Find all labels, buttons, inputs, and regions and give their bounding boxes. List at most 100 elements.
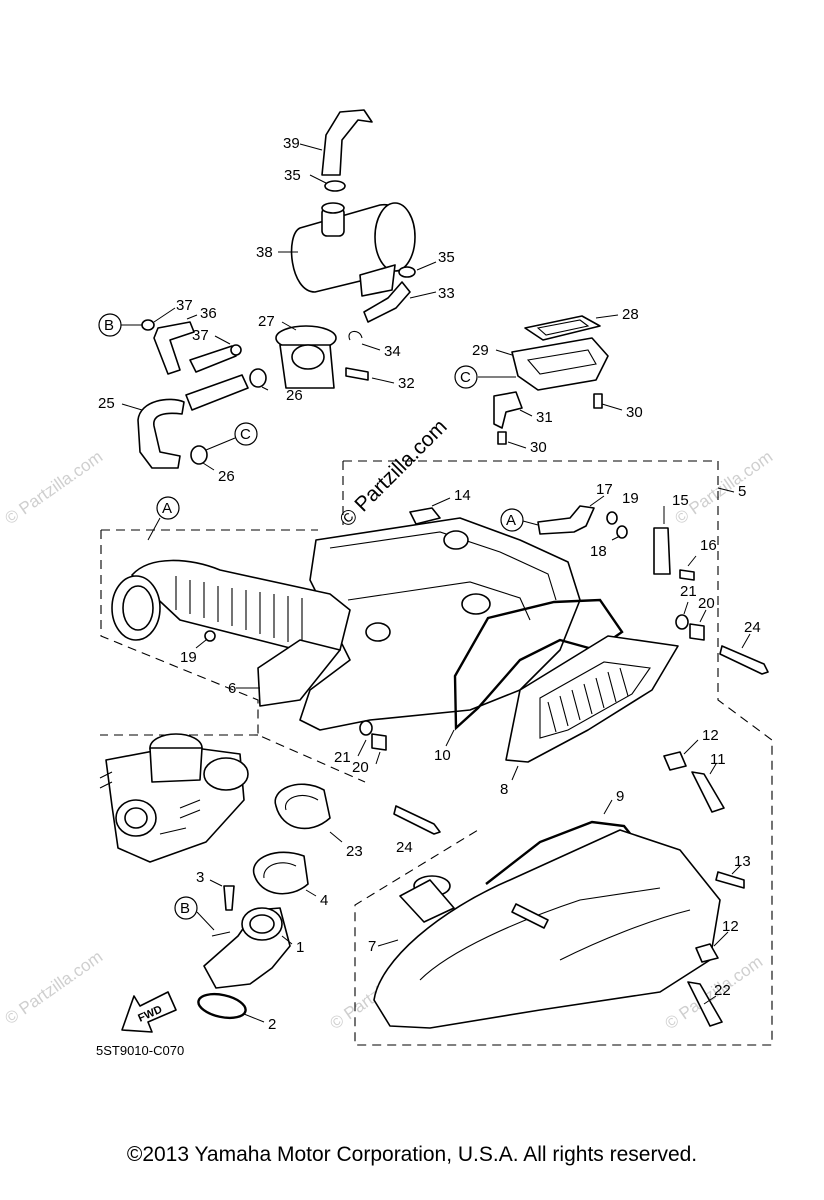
- callout-20: 20: [698, 595, 715, 612]
- copyright-notice: ©2013 Yamaha Motor Corporation, U.S.A. A…: [126, 1143, 698, 1166]
- callout-37: 37: [176, 297, 193, 314]
- part-30-bolt: [497, 431, 507, 445]
- svg-text:A: A: [162, 500, 172, 517]
- watermark: © Partzilla.com: [1, 447, 106, 528]
- callout-30: 30: [626, 404, 643, 421]
- callout-5: 5: [738, 483, 746, 500]
- part-13-screw: [715, 871, 745, 889]
- callout-1: 1: [296, 939, 304, 956]
- callout-13: 13: [734, 853, 751, 870]
- part-13-screw: [511, 903, 549, 929]
- callout-24: 24: [396, 839, 413, 856]
- part-21-collar: [675, 614, 689, 630]
- ref-circle-c: C: [454, 365, 478, 389]
- svg-text:C: C: [460, 369, 471, 386]
- part-35-clamp: [398, 266, 416, 278]
- part-2-o-ring: [197, 992, 247, 1020]
- callout-39: 39: [283, 135, 300, 152]
- part-26-clamp: [249, 368, 267, 388]
- part-7-case-cover: [373, 829, 721, 1029]
- carburetor: [99, 733, 249, 863]
- watermark: © Partzilla.com: [1, 947, 106, 1028]
- callout-31: 31: [536, 409, 553, 426]
- callout-29: 29: [472, 342, 489, 359]
- callout-17: 17: [596, 481, 613, 498]
- callout-33: 33: [438, 285, 455, 302]
- part-16-screw: [679, 569, 695, 581]
- callout-12: 12: [702, 727, 719, 744]
- callout-21: 21: [334, 749, 351, 766]
- part-24-bolt: [393, 805, 441, 835]
- part-27-air-valve: [275, 321, 337, 389]
- svg-text:C: C: [240, 426, 251, 443]
- callout-19: 19: [622, 490, 639, 507]
- callout-labels: 39 35 38 35 33 37 36 37 27 34 32 26 25 2…: [98, 135, 761, 1033]
- part-6-intake-duct: [111, 559, 351, 707]
- callout-21: 21: [680, 583, 697, 600]
- part-26-clamp: [190, 445, 208, 465]
- callout-11: 11: [710, 751, 726, 768]
- part-4-clamp: [252, 851, 317, 897]
- part-19-grommet: [204, 630, 216, 642]
- callout-16: 16: [700, 537, 717, 554]
- part-36-hose: [153, 321, 195, 375]
- callout-15: 15: [672, 492, 689, 509]
- part-35-clamp: [324, 180, 346, 192]
- callout-37: 37: [192, 327, 209, 344]
- callout-2: 2: [268, 1016, 276, 1033]
- part-33-hose: [363, 281, 411, 323]
- callout-3: 3: [196, 869, 204, 886]
- callout-36: 36: [200, 305, 217, 322]
- part-24-bolt: [719, 645, 769, 675]
- part-20-grommet: [689, 623, 705, 641]
- part-3-screw: [223, 885, 235, 911]
- callout-25: 25: [98, 395, 115, 412]
- svg-text:B: B: [180, 900, 190, 917]
- part-22-drain-plug: [687, 981, 723, 1027]
- callout-4: 4: [320, 892, 328, 909]
- part-38-silencer: [278, 202, 416, 297]
- watermark: © Partzilla.com: [671, 447, 776, 528]
- callout-23: 23: [346, 843, 363, 860]
- callout-34: 34: [384, 343, 401, 360]
- part-15-drain-plug: [653, 527, 671, 575]
- part-21-collar: [359, 720, 373, 736]
- part-25-hose-bend: [137, 398, 185, 469]
- part-34-clip: [348, 330, 363, 341]
- callout-8: 8: [500, 781, 508, 798]
- callout-32: 32: [398, 375, 415, 392]
- part-9-cover-seal: [485, 820, 633, 885]
- callout-14: 14: [454, 487, 471, 504]
- ref-circle-c: C: [205, 422, 258, 451]
- callout-27: 27: [258, 313, 275, 330]
- part-17-breather-hose: [537, 505, 595, 535]
- callout-30: 30: [530, 439, 547, 456]
- callout-6: 6: [228, 680, 236, 697]
- callout-19: 19: [180, 649, 197, 666]
- part-37-hose: [189, 345, 237, 373]
- callout-28: 28: [622, 306, 639, 323]
- svg-text:B: B: [104, 317, 114, 334]
- part-19-grommet: [606, 511, 618, 525]
- ref-circle-b: B: [98, 313, 142, 337]
- part-14-clip: [409, 507, 441, 525]
- part-37-clamp: [141, 319, 155, 331]
- callout-18: 18: [590, 543, 607, 560]
- callout-20: 20: [352, 759, 369, 776]
- part-31-bracket: [493, 391, 523, 429]
- svg-text:A: A: [506, 512, 516, 529]
- part-20-grommet: [371, 733, 387, 751]
- part-18-plug: [616, 525, 628, 539]
- part-32-bolt: [345, 367, 369, 381]
- ref-circle-a: A: [147, 496, 180, 541]
- part-11-drain-plug: [691, 771, 725, 813]
- callout-9: 9: [616, 788, 624, 805]
- part-12-clamp: [663, 751, 687, 771]
- part-39-duct: [299, 109, 373, 176]
- callout-26: 26: [286, 387, 303, 404]
- diagram-code: 5ST9010-C070: [96, 1043, 185, 1058]
- part-5-air-cleaner-case: [299, 487, 735, 731]
- ref-circle-b: B: [174, 896, 215, 931]
- callout-22: 22: [714, 982, 731, 999]
